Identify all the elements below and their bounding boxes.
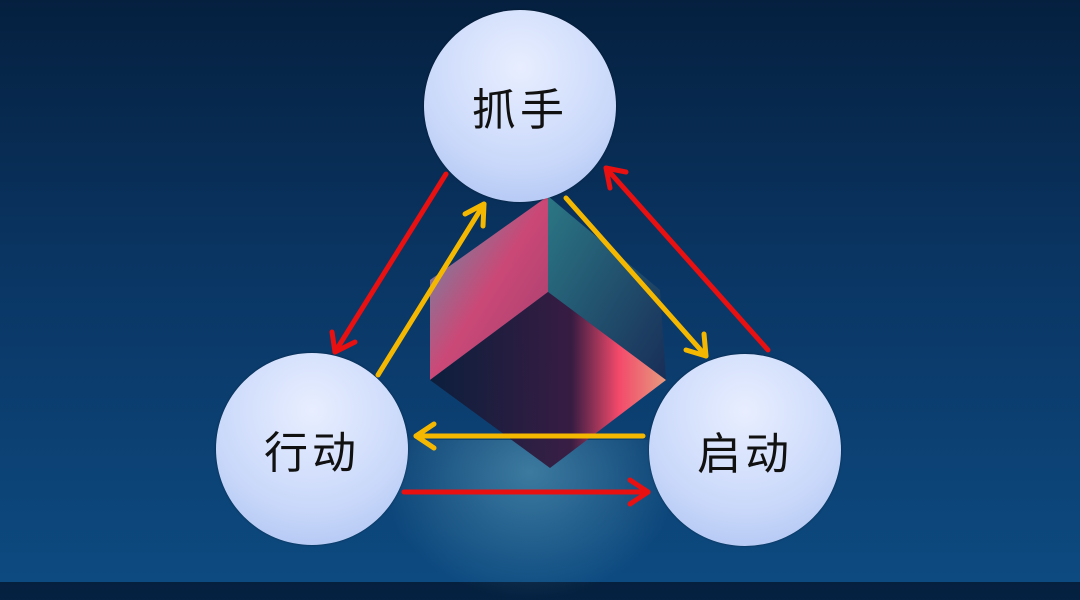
- node-qidong: 启动: [649, 354, 841, 546]
- arrow-right-to-left: [413, 421, 646, 451]
- arrow-top-to-right: [563, 195, 709, 359]
- arrow-right-to-top: [603, 165, 771, 353]
- cycle-arrows: [329, 165, 771, 507]
- arrow-top-to-left: [329, 171, 449, 355]
- glass-cube-image: [430, 196, 666, 468]
- arrow-left-to-top: [375, 201, 487, 378]
- node-label: 抓手: [472, 85, 568, 136]
- node-xingdong: 行动: [216, 353, 408, 545]
- node-label: 行动: [264, 428, 360, 479]
- node-label: 启动: [697, 429, 793, 480]
- floor-reflection: [380, 440, 680, 600]
- node-zhuashou: 抓手: [424, 10, 616, 202]
- arrow-left-to-right: [401, 477, 651, 507]
